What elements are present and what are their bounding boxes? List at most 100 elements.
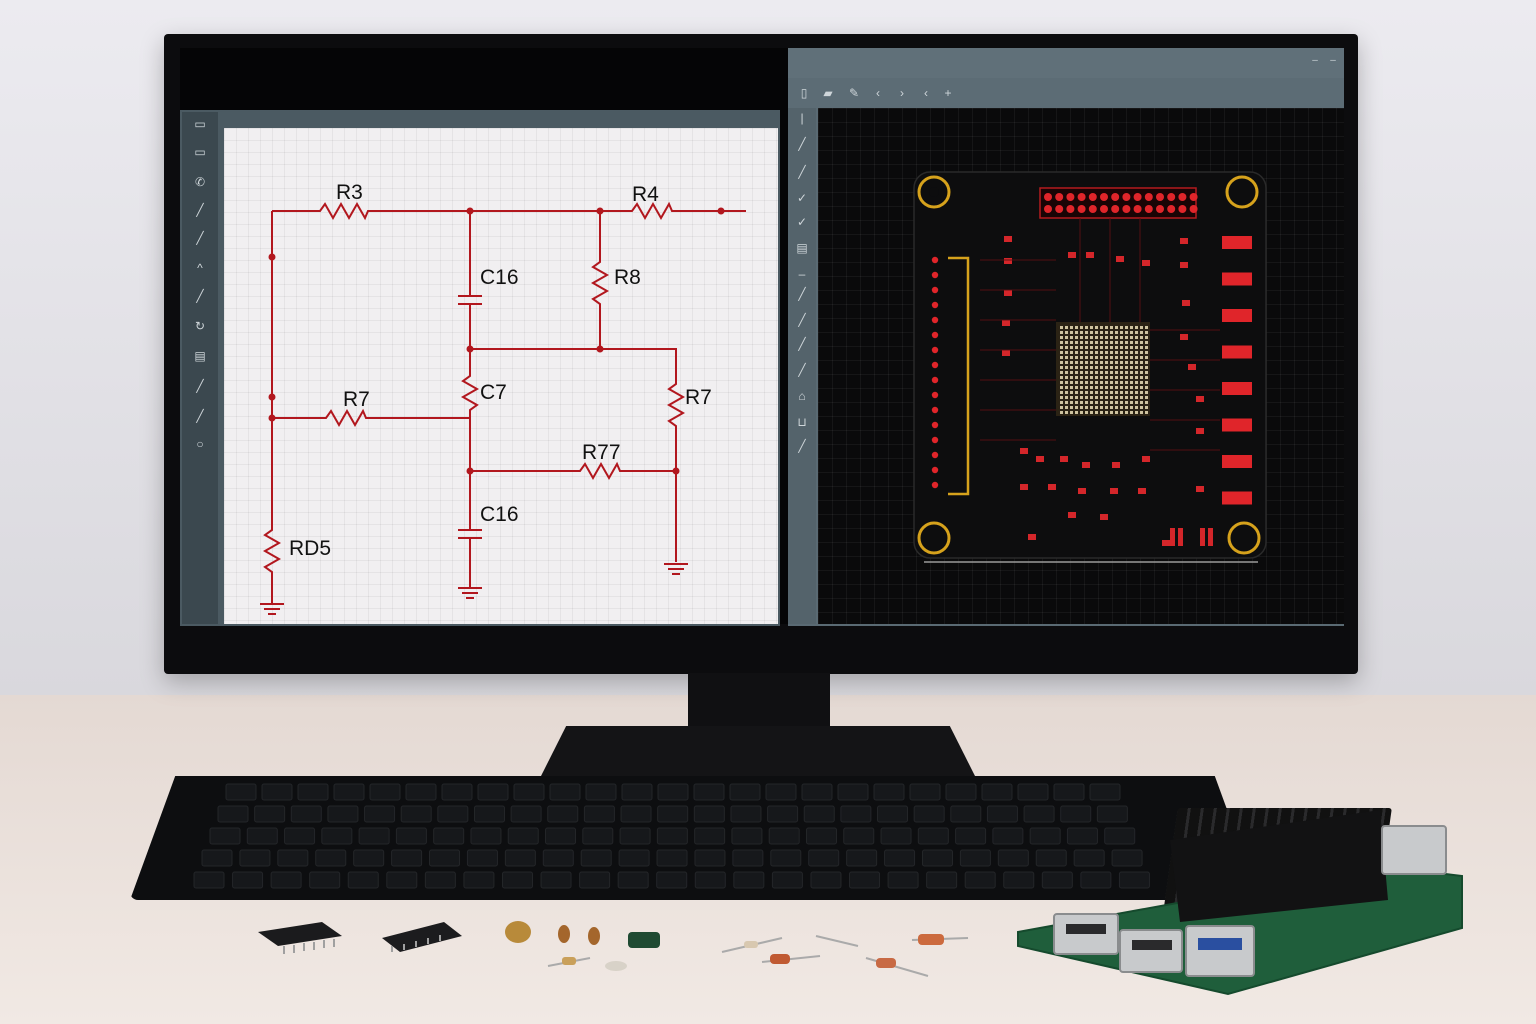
- label-r4[interactable]: R4: [632, 183, 659, 206]
- keyboard-key: [620, 805, 652, 823]
- bga-ball: [1095, 366, 1098, 369]
- bga-ball: [1105, 396, 1108, 399]
- smd-component: [1178, 528, 1183, 546]
- label-c16-top[interactable]: C16: [480, 266, 519, 289]
- bga-ball: [1080, 406, 1083, 409]
- edge-pad: [931, 481, 939, 489]
- phone-icon[interactable]: ✆: [194, 175, 206, 189]
- bga-ball: [1120, 326, 1123, 329]
- bga-ball: [1100, 386, 1103, 389]
- keyboard-key: [694, 871, 726, 889]
- bus-icon[interactable]: ╱: [196, 289, 204, 303]
- bga-ball: [1115, 351, 1118, 354]
- keyboard-key: [1080, 871, 1112, 889]
- bga-ball: [1105, 386, 1108, 389]
- select-rect-icon[interactable]: ▭: [194, 117, 206, 131]
- junction-icon[interactable]: ╱: [196, 409, 204, 423]
- track-icon[interactable]: ╱: [798, 137, 806, 151]
- bga-ball: [1080, 356, 1083, 359]
- label-r7-left[interactable]: R7: [343, 388, 370, 411]
- line-icon[interactable]: ╱: [196, 231, 204, 245]
- resistor: [761, 954, 821, 964]
- rectangle-icon[interactable]: ▭: [194, 145, 206, 159]
- bga-ball: [1120, 381, 1123, 384]
- pencil-icon[interactable]: ✎: [848, 86, 860, 100]
- bga-ball: [1135, 376, 1138, 379]
- edge-pad: [931, 271, 939, 279]
- track-icon[interactable]: ╱: [798, 337, 806, 351]
- circle-icon[interactable]: ○: [196, 437, 204, 451]
- keyboard-key: [803, 805, 835, 823]
- chevron-left-icon[interactable]: ‹: [876, 86, 880, 100]
- chevron-right-icon[interactable]: ›: [900, 86, 904, 100]
- track-icon[interactable]: ╱: [798, 439, 806, 453]
- bga-ball: [1115, 381, 1118, 384]
- ethernet-port: [1381, 825, 1447, 875]
- bga-ball: [1120, 361, 1123, 364]
- table-icon[interactable]: ▤: [194, 349, 206, 363]
- label-c16-bottom[interactable]: C16: [480, 503, 519, 526]
- keyboard-key: [837, 783, 869, 801]
- bga-ball: [1060, 371, 1063, 374]
- bga-ball: [1100, 361, 1103, 364]
- header-pin: [1133, 193, 1142, 201]
- check-icon[interactable]: ✓: [796, 215, 808, 229]
- rotate-icon[interactable]: ↻: [194, 319, 206, 333]
- close-icon[interactable]: –: [1330, 55, 1336, 66]
- bga-ball: [1090, 376, 1093, 379]
- bga-ball: [1100, 341, 1103, 344]
- bga-ball: [1070, 401, 1073, 404]
- line-icon[interactable]: |: [800, 111, 804, 125]
- text-icon[interactable]: ⊔: [797, 415, 807, 429]
- smd-component: [1182, 300, 1190, 306]
- bga-ball: [1070, 371, 1073, 374]
- bga-ball: [1105, 376, 1108, 379]
- track-icon[interactable]: ╱: [798, 287, 806, 301]
- label-r77[interactable]: R77: [582, 441, 621, 464]
- bga-ball: [1070, 336, 1073, 339]
- keyboard-key: [849, 871, 881, 889]
- line-icon[interactable]: –: [798, 267, 806, 281]
- folder-icon[interactable]: ▰: [823, 86, 833, 100]
- plus-icon[interactable]: +: [944, 86, 952, 100]
- bga-ball: [1115, 371, 1118, 374]
- track-icon[interactable]: ╱: [798, 313, 806, 327]
- label-c7[interactable]: C7: [480, 381, 507, 404]
- bga-ball: [1135, 371, 1138, 374]
- keyboard-key: [1041, 871, 1073, 889]
- keyboard-key: [277, 849, 309, 867]
- page-icon[interactable]: ▯: [800, 86, 808, 100]
- bga-ball: [1130, 406, 1133, 409]
- net-label-icon[interactable]: ╱: [196, 379, 204, 393]
- header-pin: [1111, 193, 1120, 201]
- bga-ball: [1075, 371, 1078, 374]
- bga-ball: [1135, 391, 1138, 394]
- via-icon[interactable]: ⌂: [798, 389, 806, 403]
- chevron-up-icon[interactable]: ^: [197, 261, 203, 275]
- bga-ball: [1105, 406, 1108, 409]
- keyboard-key: [347, 871, 379, 889]
- bga-ball: [1110, 351, 1113, 354]
- track-icon[interactable]: ╱: [798, 363, 806, 377]
- bga-ball: [1065, 371, 1068, 374]
- layers-icon[interactable]: ▤: [796, 241, 808, 255]
- label-rd5[interactable]: RD5: [289, 537, 331, 560]
- bga-ball: [1065, 386, 1068, 389]
- header-pin: [1077, 205, 1086, 213]
- keyboard-key: [507, 827, 539, 845]
- label-r3[interactable]: R3: [336, 181, 363, 204]
- bga-ball: [1065, 381, 1068, 384]
- minimize-icon[interactable]: –: [1312, 55, 1318, 66]
- label-r7-right[interactable]: R7: [685, 386, 712, 409]
- bga-ball: [1060, 361, 1063, 364]
- bga-ball: [1085, 391, 1088, 394]
- check-icon[interactable]: ✓: [796, 191, 808, 205]
- wire-icon[interactable]: ╱: [196, 203, 204, 217]
- label-r8[interactable]: R8: [614, 266, 641, 289]
- bga-ball: [1100, 366, 1103, 369]
- chevron-left-icon[interactable]: ‹: [924, 86, 928, 100]
- smd-component: [1162, 540, 1170, 546]
- smd-component: [1196, 428, 1204, 434]
- track-icon[interactable]: ╱: [798, 165, 806, 179]
